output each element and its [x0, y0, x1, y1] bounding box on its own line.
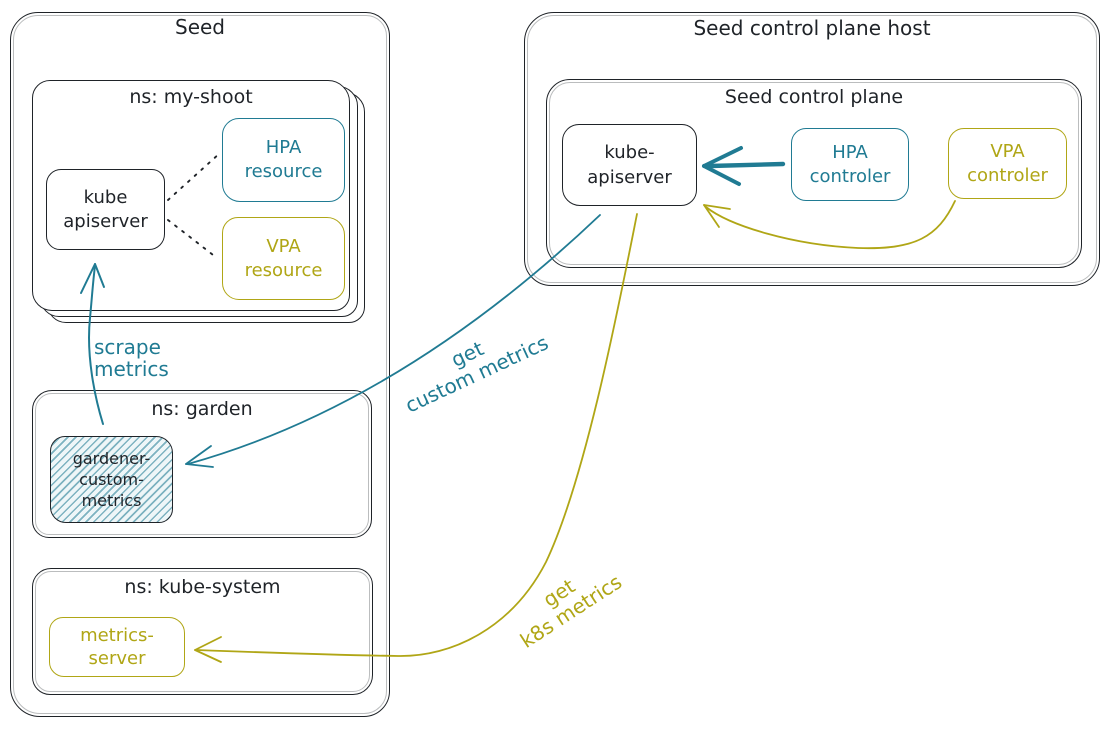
gardener-custom-metrics-label: gardener- custom- metrics — [72, 449, 151, 510]
my-shoot-title: ns: my-shoot — [129, 86, 253, 108]
kube-system-title: ns: kube-system — [124, 576, 281, 598]
hpa-controller-box: HPA controler — [791, 128, 909, 201]
vpa-controller-label: VPA controler — [967, 140, 1048, 186]
gardener-custom-metrics-box: gardener- custom- metrics — [50, 436, 173, 523]
hpa-resource-box: HPA resource — [222, 118, 345, 202]
seed-title: Seed — [175, 15, 225, 39]
vpa-resource-label: VPA resource — [244, 235, 323, 281]
get-custom-metrics-label: get custom metrics — [401, 330, 552, 418]
vpa-controller-box: VPA controler — [948, 128, 1067, 199]
hpa-resource-label: HPA resource — [244, 137, 323, 182]
kube-apiserver-cp-label: kube- apiserver — [587, 142, 672, 188]
vpa-resource-box: VPA resource — [222, 217, 345, 300]
hpa-controller-label: HPA controler — [809, 141, 891, 187]
garden-title: ns: garden — [151, 398, 253, 420]
kube-apiserver-seed-box: kube apiserver — [46, 169, 165, 250]
kube-apiserver-cp-box: kube- apiserver — [562, 124, 697, 206]
get-k8s-metrics-label: get k8s metrics — [515, 569, 627, 653]
seed-control-plane-host-title: Seed control plane host — [693, 16, 931, 40]
metrics-server-label: metrics- server — [80, 625, 154, 669]
kube-apiserver-seed-label: kube apiserver — [63, 186, 148, 232]
seed-control-plane-title: Seed control plane — [724, 86, 904, 108]
metrics-server-box: metrics- server — [49, 617, 185, 677]
scrape-metrics-label: scrape metrics — [94, 335, 169, 381]
